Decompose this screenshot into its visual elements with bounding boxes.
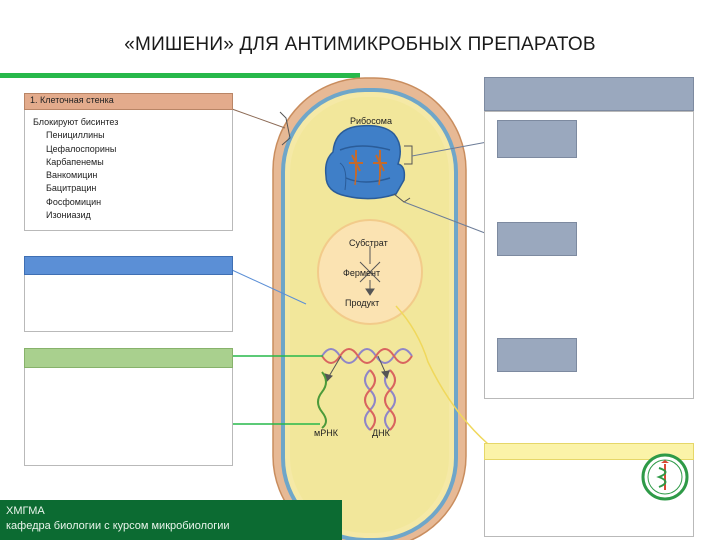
mrna-label: мРНК (314, 428, 338, 438)
panel-other-header (497, 338, 577, 372)
footer-institution: ХМГМА (6, 505, 45, 517)
drug-list-item: Пенициллины (46, 130, 105, 141)
dna-label: ДНК (372, 428, 390, 438)
panel-nucleic-acids-header (24, 348, 233, 368)
dna-helix-right (384, 369, 396, 431)
drug-list-item: Ванкомицин (46, 170, 98, 181)
transcription-arrows (324, 355, 390, 382)
drug-list-item: Блокируют бисинтез (33, 117, 119, 127)
drug-list-item: Бацитрацин (46, 183, 97, 194)
ribosome-icon (324, 124, 406, 200)
panel-cell-wall (24, 93, 233, 231)
drug-list-item: Фосфомицин (46, 196, 102, 207)
footer-department: кафедра биологии с курсом микробиологии (6, 520, 230, 532)
panel-enzymes-header (484, 443, 694, 460)
bracket-wall (279, 111, 291, 146)
drug-list-item: Карбапенемы (46, 156, 104, 167)
panel-cell-wall-header (24, 93, 233, 110)
panel-metabolism-header (24, 256, 233, 275)
panel-ribosome-header (497, 120, 577, 158)
page-title: «МИШЕНИ» ДЛЯ АНТИМИКРОБНЫХ ПРЕПАРАТОВ (124, 34, 596, 55)
cell-wall-drug-list: Блокируют бисинтез Пенициллины Цефалоспо… (33, 116, 119, 222)
connector-membrane (403, 201, 499, 239)
enzyme-label: Фермент (343, 268, 381, 278)
product-label: Продукт (345, 298, 380, 308)
substrate-label: Субстрат (349, 238, 388, 248)
footer-banner: ХМГМА кафедра биологии с курсом микробио… (0, 500, 342, 540)
connector-metabolism (231, 269, 307, 305)
connector-wall (231, 108, 286, 129)
title-underline (0, 73, 360, 78)
dna-helix-top (321, 348, 413, 364)
drug-list-item: Цефалоспорины (46, 143, 117, 154)
mrna-strand (317, 371, 327, 429)
bracket-ribosome (404, 145, 413, 165)
panel-cell-wall-title: 1. Клеточная стенка (30, 95, 114, 105)
ribosome-label: Рибосома (350, 116, 392, 126)
drug-list-item: Изониазид (46, 210, 91, 221)
connector-enzyme (395, 305, 489, 445)
connector-ribosome (411, 139, 499, 157)
reaction-arrows (359, 246, 381, 296)
panel-right-top-header (484, 77, 694, 111)
panel-membrane-header (497, 222, 577, 256)
dna-helix-left (364, 369, 376, 431)
